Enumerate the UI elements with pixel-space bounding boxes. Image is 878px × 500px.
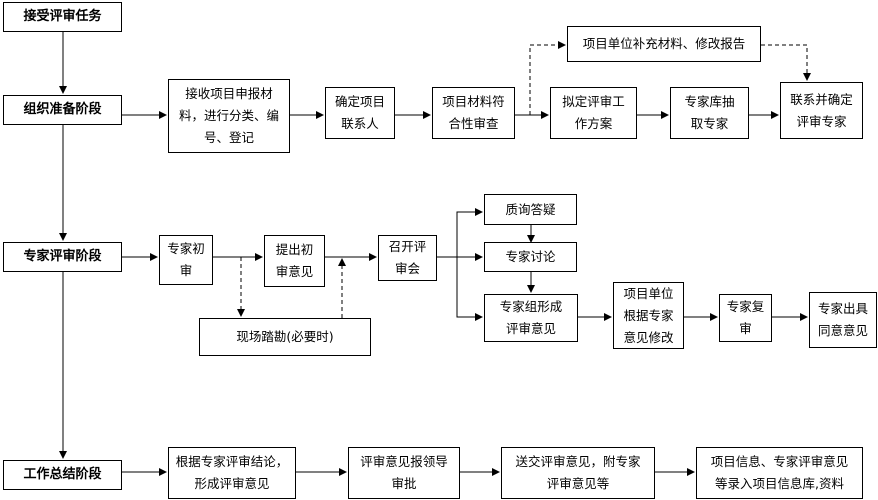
step-archive-label: 项目信息、专家评审意见 等录入项目信息库,资料 bbox=[710, 454, 849, 491]
step-submit: 送交评审意见，附专家 评审意见等 bbox=[501, 447, 655, 499]
step-site-visit: 现场踏勘(必要时) bbox=[199, 318, 371, 356]
stage-prepare: 组织准备阶段 bbox=[3, 95, 122, 125]
step-draft-plan: 拟定评审工 作方案 bbox=[550, 87, 637, 139]
step-discussion-label: 专家讨论 bbox=[505, 249, 556, 264]
step-recheck: 专家复 审 bbox=[719, 294, 772, 342]
step-compliance-check: 项目材料符 合性审查 bbox=[432, 87, 515, 139]
step-draw-experts: 专家库抽 取专家 bbox=[670, 87, 749, 139]
step-supplement: 项目单位补充材料、修改报告 bbox=[567, 26, 761, 62]
step-unit-revise: 项目单位 根据专家 意见修改 bbox=[613, 282, 684, 349]
step-final-opinion: 专家出具 同意意见 bbox=[809, 292, 877, 348]
step-confirm-contact-label: 确定项目 联系人 bbox=[334, 94, 385, 131]
step-confirm-contact: 确定项目 联系人 bbox=[325, 87, 395, 139]
step-confirm-experts-label: 联系并确定 评审专家 bbox=[790, 91, 853, 129]
stage-review-label: 专家评审阶段 bbox=[23, 249, 102, 264]
step-initial-review-label: 专家初 审 bbox=[167, 241, 205, 278]
stage-review: 专家评审阶段 bbox=[3, 242, 122, 272]
arrow-to-form-opinion bbox=[456, 257, 483, 321]
dashed-to-supplement bbox=[529, 41, 566, 115]
stage-summary: 工作总结阶段 bbox=[3, 460, 122, 490]
stage-receive-task-label: 接受评审任务 bbox=[23, 9, 102, 24]
step-form-conclusion: 根据专家评审结论， 形成评审意见 bbox=[168, 447, 296, 499]
step-recheck-label: 专家复 审 bbox=[726, 299, 765, 336]
stage-summary-label: 工作总结阶段 bbox=[23, 467, 102, 482]
step-draw-experts-label: 专家库抽 取专家 bbox=[684, 94, 735, 131]
stage-prepare-label: 组织准备阶段 bbox=[23, 102, 102, 117]
step-report-approval: 评审意见报领导 审批 bbox=[348, 447, 460, 499]
step-form-opinion-label: 专家组形成 评审意见 bbox=[499, 299, 563, 336]
dashed-supplement-to-experts bbox=[761, 44, 811, 81]
step-form-opinion: 专家组形成 评审意见 bbox=[484, 294, 578, 342]
step-receive-materials: 接收项目申报材 料，进行分类、编 号、登记 bbox=[168, 79, 290, 153]
step-confirm-experts: 联系并确定 评审专家 bbox=[780, 82, 863, 139]
step-initial-opinion: 提出初 审意见 bbox=[264, 235, 325, 287]
step-submit-label: 送交评审意见，附专家 评审意见等 bbox=[515, 454, 641, 491]
step-archive: 项目信息、专家评审意见 等录入项目信息库,资料 bbox=[696, 447, 863, 499]
step-qa: 质询答疑 bbox=[484, 194, 577, 225]
step-draft-plan-label: 拟定评审工 作方案 bbox=[562, 94, 625, 131]
step-receive-materials-label: 接收项目申报材 料，进行分类、编 号、登记 bbox=[178, 86, 279, 145]
step-unit-revise-label: 项目单位 根据专家 意见修改 bbox=[623, 285, 674, 345]
arrow-to-qa bbox=[456, 208, 483, 257]
step-meeting: 召开评 审会 bbox=[378, 235, 437, 281]
step-site-visit-label: 现场踏勘(必要时) bbox=[236, 329, 334, 344]
step-report-approval-label: 评审意见报领导 审批 bbox=[360, 454, 448, 491]
step-supplement-label: 项目单位补充材料、修改报告 bbox=[582, 36, 746, 51]
step-initial-review: 专家初 审 bbox=[159, 235, 213, 285]
step-final-opinion-label: 专家出具 同意意见 bbox=[817, 301, 868, 338]
stage-receive-task: 接受评审任务 bbox=[3, 2, 122, 32]
step-discussion: 专家讨论 bbox=[484, 242, 577, 272]
step-compliance-check-label: 项目材料符 合性审查 bbox=[442, 94, 505, 131]
step-qa-label: 质询答疑 bbox=[505, 201, 556, 217]
step-form-conclusion-label: 根据专家评审结论， 形成评审意见 bbox=[175, 454, 289, 491]
step-initial-opinion-label: 提出初 审意见 bbox=[275, 242, 314, 279]
step-meeting-label: 召开评 审会 bbox=[388, 239, 427, 276]
